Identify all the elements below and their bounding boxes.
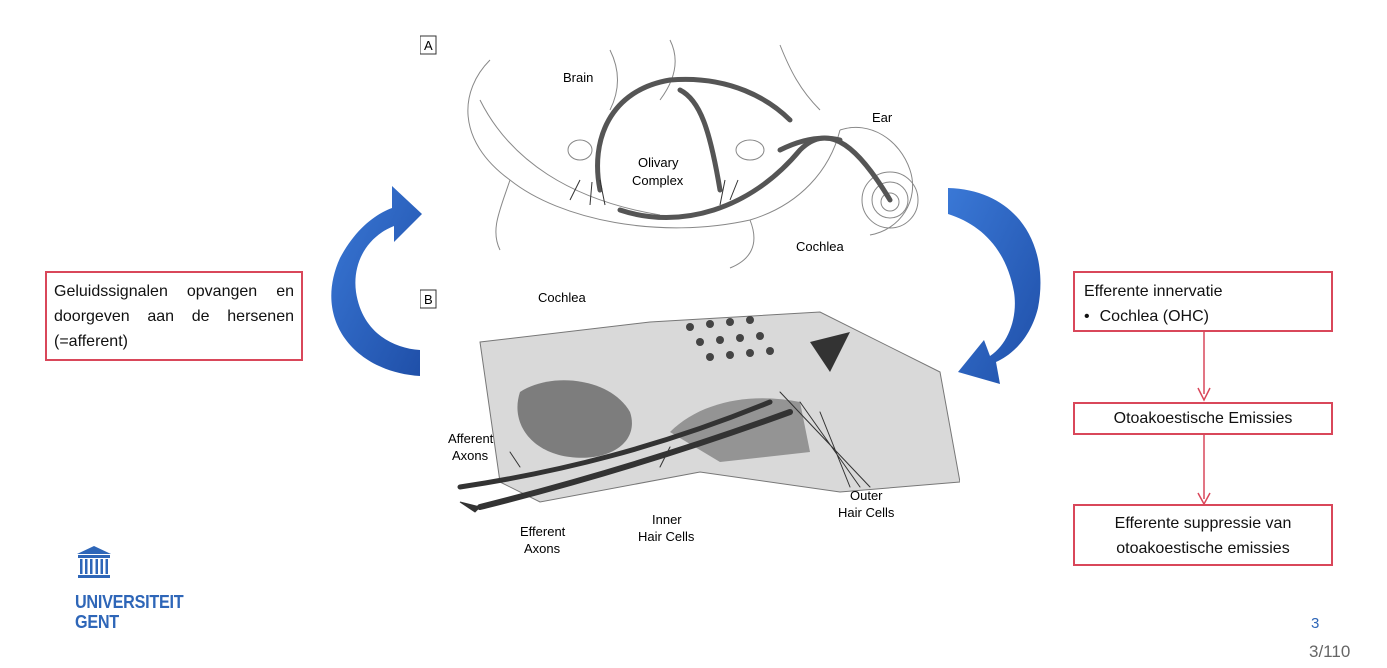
afferent-line-3: (=afferent) bbox=[54, 333, 128, 350]
flow-connector-1 bbox=[1197, 332, 1211, 402]
efferent-bullet-item: • Cochlea (OHC) bbox=[1084, 304, 1322, 329]
afferent-label-2: Axons bbox=[452, 448, 489, 463]
afferent-description-box: Geluidssignalen opvangen en doorgeven aa… bbox=[45, 271, 303, 361]
ear-label: Ear bbox=[872, 110, 893, 125]
outer-label-2: Hair Cells bbox=[838, 505, 895, 520]
panel-a-illustration: A Brain Olivary Complex Ear Cochlea bbox=[420, 35, 919, 269]
inner-label-2: Hair Cells bbox=[638, 529, 695, 544]
afferent-line-2: doorgeven aan de hersenen bbox=[54, 308, 294, 325]
logo-line-2: GENT bbox=[75, 612, 119, 632]
suppression-line-1: Efferente suppressie van bbox=[1114, 515, 1292, 532]
efferent-label-1: Efferent bbox=[520, 524, 566, 539]
panel-b-illustration: B Cochlea Afferent Axons Efferent Axons … bbox=[420, 289, 960, 556]
afferent-line-1: Geluidssignalen opvangen en bbox=[54, 283, 294, 300]
slide-counter: 3/110 bbox=[1309, 642, 1351, 661]
efferent-label-2: Axons bbox=[524, 541, 561, 556]
panel-b-tag: B bbox=[424, 292, 433, 307]
efferent-curved-arrow bbox=[948, 188, 1041, 384]
cochlea-label-b: Cochlea bbox=[538, 290, 586, 305]
panel-b-tag-box bbox=[420, 289, 437, 309]
university-building-icon bbox=[77, 546, 111, 578]
panel-a-tag-box bbox=[420, 35, 437, 55]
olivary-label-1: Olivary bbox=[638, 155, 679, 170]
logo-line-1: UNIVERSITEIT bbox=[75, 592, 184, 612]
suppression-line-2: otoakoestische emissies bbox=[1116, 540, 1290, 557]
inner-label-1: Inner bbox=[652, 512, 682, 527]
panel-a-tag: A bbox=[424, 38, 433, 53]
neuron-arrows bbox=[569, 179, 739, 206]
otoacoustic-emissions-text: Otoakoestische Emissies bbox=[1113, 410, 1293, 427]
slide-number: 3 bbox=[1311, 615, 1320, 632]
efferent-innervation-box: Efferente innervatie • Cochlea (OHC) bbox=[1073, 271, 1333, 332]
university-logo-text: UNIVERSITEIT GENT bbox=[75, 592, 184, 632]
outer-label-1: Outer bbox=[850, 488, 883, 503]
olivary-label-2: Complex bbox=[632, 173, 684, 188]
brain-label: Brain bbox=[563, 70, 593, 85]
afferent-label-1: Afferent bbox=[448, 431, 494, 446]
efferent-bullet-text: Cochlea (OHC) bbox=[1099, 308, 1209, 325]
brain-outline bbox=[467, 39, 919, 269]
flow-connector-2 bbox=[1197, 435, 1211, 505]
organ-of-corti bbox=[479, 311, 960, 503]
cochlea-label-a: Cochlea bbox=[796, 239, 844, 254]
otoacoustic-emissions-box: Otoakoestische Emissies bbox=[1073, 402, 1333, 435]
neural-pathways bbox=[595, 76, 893, 220]
efferent-suppression-box: Efferente suppressie van otoakoestische … bbox=[1073, 504, 1333, 566]
afferent-curved-arrow bbox=[331, 186, 422, 376]
efferent-innervation-title: Efferente innervatie bbox=[1084, 283, 1223, 300]
bullet-symbol: • bbox=[1084, 308, 1090, 325]
axon-paths bbox=[457, 391, 871, 513]
